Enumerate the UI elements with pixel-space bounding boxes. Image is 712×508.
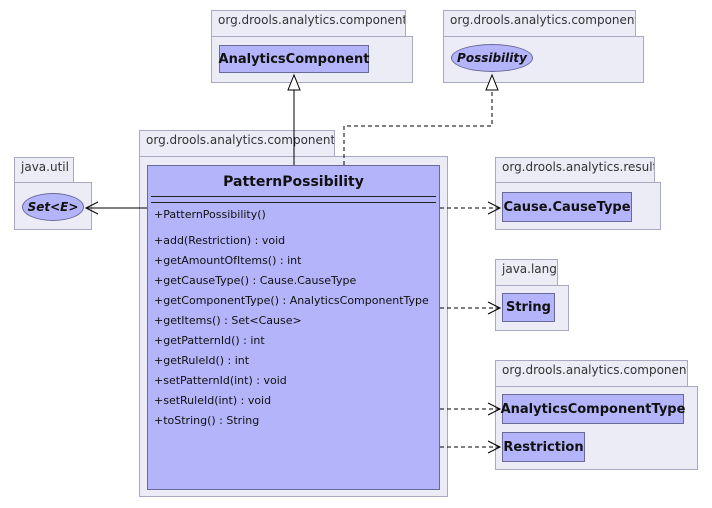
class-cause-causetype[interactable]: Cause.CauseType [502, 192, 632, 222]
constructor: +PatternPossibility() [154, 208, 266, 221]
method-item: +setPatternId(int) : void [154, 374, 287, 387]
method-item: +getCauseType() : Cause.CauseType [154, 274, 357, 287]
interface-possibility[interactable]: Possibility [451, 44, 533, 72]
class-restriction[interactable]: Restriction [502, 432, 585, 462]
dependency-arrowhead-restriction [487, 440, 502, 454]
package-tab-analytics-result: org.drools.analytics.result [495, 157, 655, 183]
realization-edge [343, 90, 493, 165]
method-item: +setRuleId(int) : void [154, 394, 272, 407]
method-item: +toString() : String [154, 414, 260, 427]
generalization-arrowhead [287, 73, 301, 91]
package-tab-java-lang: java.lang [495, 259, 558, 286]
package-tab-components-bottom: org.drools.analytics.components [495, 360, 688, 387]
method-item: +getRuleId() : int [154, 354, 250, 367]
method-item: +getItems() : Set<Cause> [154, 314, 302, 327]
package-tab-components-top-left: org.drools.analytics.components [211, 10, 406, 37]
method-item: +getPatternId() : int [154, 334, 265, 347]
class-pattern-possibility[interactable]: PatternPossibility +PatternPossibility()… [147, 165, 440, 490]
attribute-divider [151, 202, 436, 203]
method-item: +getComponentType() : AnalyticsComponent… [154, 294, 429, 307]
class-analytics-component[interactable]: AnalyticsComponent [219, 45, 369, 73]
name-divider [151, 196, 436, 197]
dependency-arrowhead-componenttype [487, 402, 502, 416]
interface-set[interactable]: Set<E> [22, 193, 84, 221]
realization-arrowhead [485, 73, 499, 91]
method-item: +getAmountOfItems() : int [154, 254, 302, 267]
association-arrowhead-set [84, 201, 99, 215]
class-name: PatternPossibility [223, 174, 364, 190]
class-string[interactable]: String [502, 293, 555, 322]
method-item: +add(Restriction) : void [154, 234, 286, 247]
dependency-arrowhead-string [487, 301, 502, 315]
dependency-arrowhead-causetype [487, 201, 502, 215]
class-analytics-component-type[interactable]: AnalyticsComponentType [501, 394, 685, 424]
